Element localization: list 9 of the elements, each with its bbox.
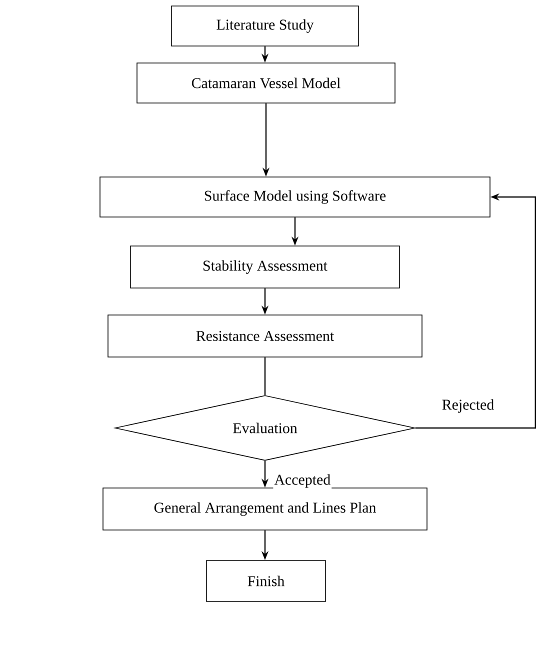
process-box: Finish — [206, 560, 326, 602]
process-box: Surface Model using Software — [100, 176, 490, 218]
process-box: Stability Assessment — [130, 246, 400, 288]
process-box: General Arrangement and Lines Plan — [102, 488, 428, 530]
process-box: Catamaran Vessel Model — [136, 62, 396, 104]
process-box: Resistance Assessment — [108, 314, 422, 358]
process-box: Literature Study — [171, 6, 359, 46]
edge-label: Accepted — [273, 473, 332, 489]
edge-label: Rejected — [440, 398, 496, 414]
